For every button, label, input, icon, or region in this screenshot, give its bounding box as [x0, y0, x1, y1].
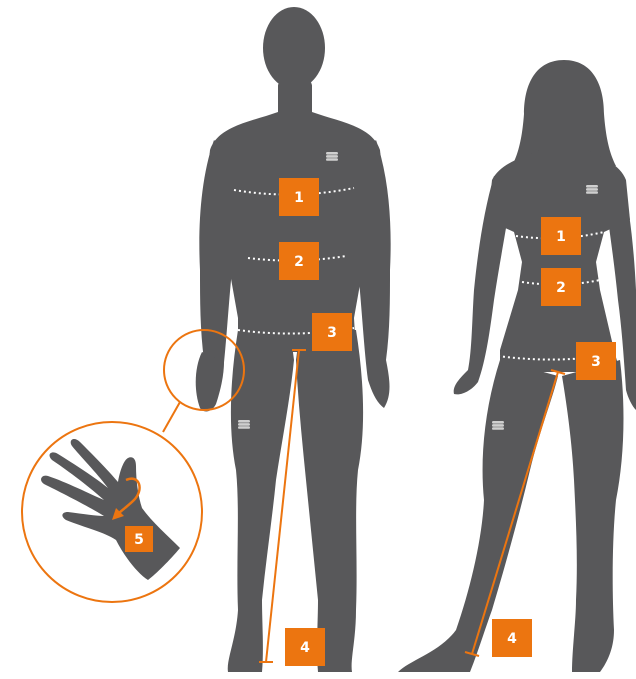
male-waist-label: 2 [294, 254, 304, 270]
male-badge-waist: 2 [279, 242, 319, 280]
male-badge-hips: 3 [312, 313, 352, 351]
hand-callout-connector [163, 402, 180, 432]
male-head [263, 7, 325, 89]
male-figure [196, 7, 391, 672]
female-hips-label: 3 [591, 354, 601, 370]
female-badge-inseam: 4 [492, 619, 532, 657]
female-waist-label: 2 [556, 280, 566, 296]
hand-badge: 5 [125, 526, 153, 552]
male-leg-right [296, 330, 363, 672]
male-chest-label: 1 [294, 190, 304, 206]
female-leg-left [398, 360, 558, 672]
female-thigh-logo [492, 421, 504, 430]
male-hips-label: 3 [327, 325, 337, 341]
female-chest-logo [586, 185, 598, 194]
male-inseam-label: 4 [300, 640, 310, 656]
female-badge-hips: 3 [576, 342, 616, 380]
female-leg-right [562, 360, 623, 672]
male-leg-left [228, 330, 294, 672]
hand-label: 5 [134, 532, 144, 548]
female-torso [488, 150, 630, 372]
female-badge-waist: 2 [541, 268, 581, 306]
male-badge-chest: 1 [279, 178, 319, 216]
female-inseam-label: 4 [507, 631, 517, 647]
male-hand-left [196, 352, 224, 411]
male-thigh-logo [238, 420, 250, 429]
male-chest-logo [326, 152, 338, 161]
female-badge-chest: 1 [541, 217, 581, 255]
female-chest-label: 1 [556, 229, 566, 245]
male-badge-inseam: 4 [285, 628, 325, 666]
